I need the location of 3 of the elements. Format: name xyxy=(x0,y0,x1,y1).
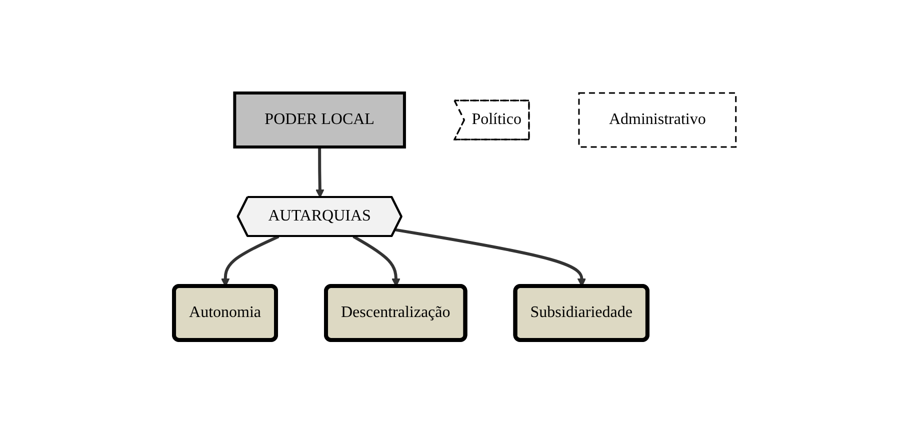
node-box: PODER LOCAL xyxy=(232,91,406,148)
arrow xyxy=(315,146,324,198)
node-box: Administrativo xyxy=(578,92,736,148)
